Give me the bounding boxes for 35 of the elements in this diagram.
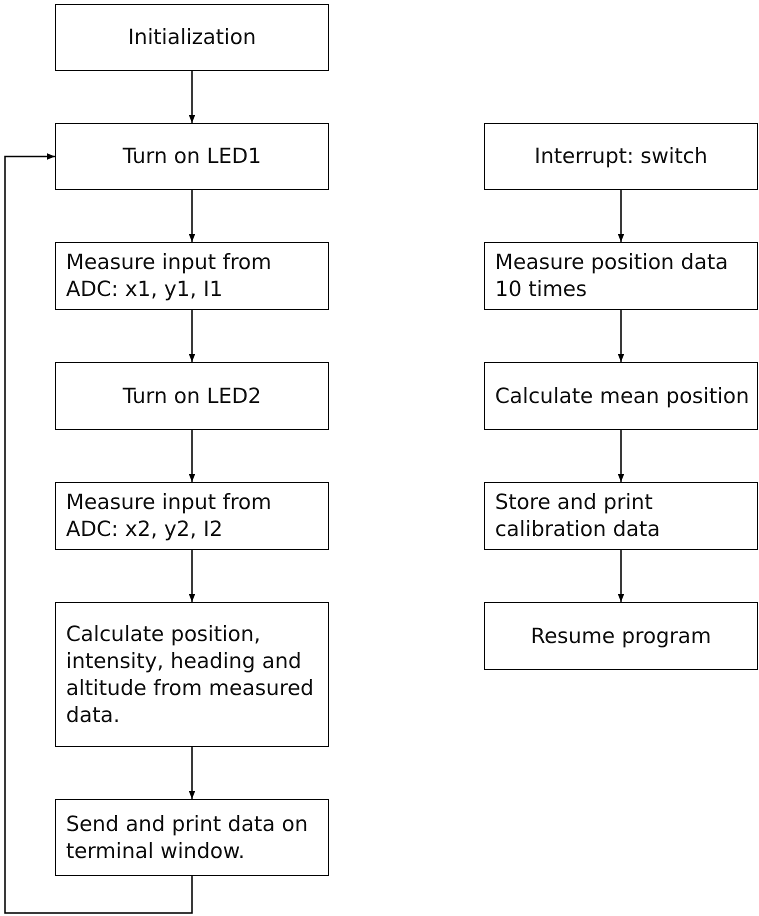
box-label: Store and print calibration data — [495, 489, 662, 543]
process-box — [55, 4, 329, 71]
arrow — [618, 190, 624, 242]
arrow — [188, 747, 196, 799]
arrow — [188, 190, 196, 242]
arrow — [4, 153, 193, 914]
process-box — [484, 362, 758, 430]
process-box — [484, 242, 758, 310]
process-box — [55, 123, 329, 190]
arrow — [188, 430, 196, 482]
box-label: Calculate mean position — [495, 382, 750, 410]
box-label: Turn on LED1 — [122, 143, 262, 170]
box-label: Measure input from ADC: x1, y1, I1 — [66, 249, 272, 303]
arrow — [188, 310, 196, 362]
arrow — [618, 430, 624, 482]
process-box — [55, 362, 329, 430]
box-label: Measure position data 10 times — [495, 249, 730, 303]
box-label: Turn on LED2 — [122, 382, 262, 410]
process-box — [55, 482, 329, 550]
box-label: Measure input from ADC: x2, y2, I2 — [66, 489, 272, 543]
box-label: Interrupt: switch — [534, 143, 708, 170]
process-box — [55, 242, 329, 310]
process-box — [484, 602, 758, 670]
arrow — [188, 550, 196, 602]
arrow — [188, 71, 196, 123]
box-label: Send and print data on terminal window. — [66, 810, 309, 864]
process-box — [55, 799, 329, 876]
box-label: Resume program — [530, 622, 712, 650]
process-box — [484, 123, 758, 190]
process-box — [484, 482, 758, 550]
process-box — [55, 602, 329, 747]
arrow — [618, 310, 624, 362]
box-label: Calculate position, intensity, heading and altitude from measured data. — [66, 620, 315, 728]
box-label: Initialization — [128, 24, 256, 51]
arrow — [618, 550, 624, 602]
